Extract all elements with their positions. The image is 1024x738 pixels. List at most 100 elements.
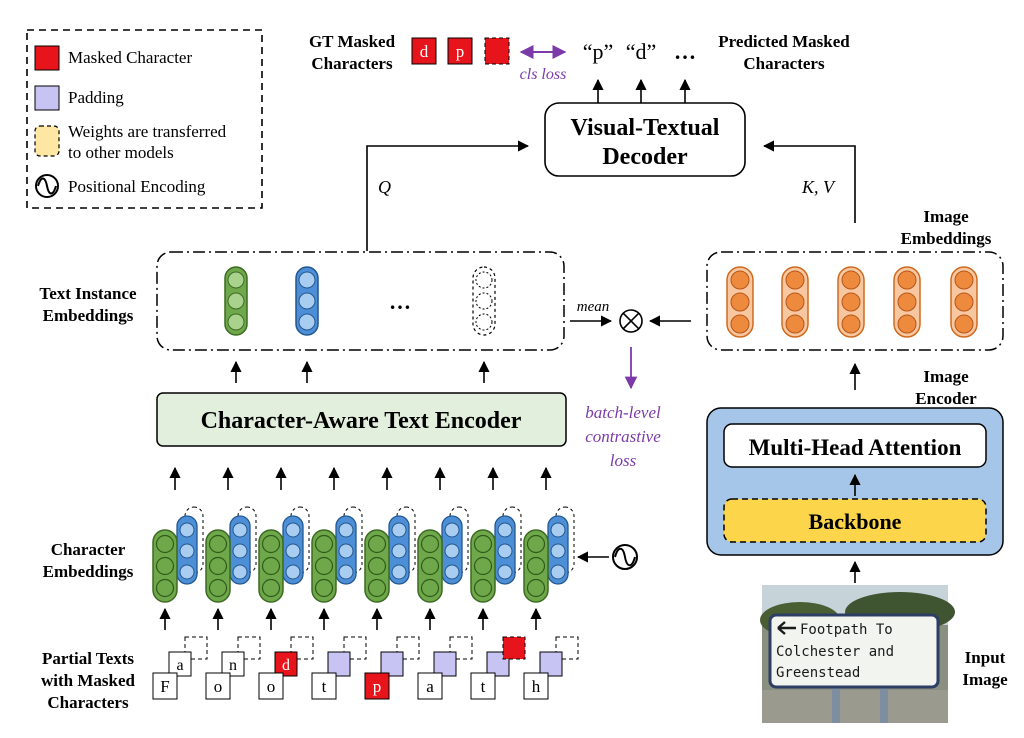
- blue-embedding-cell: [550, 522, 566, 538]
- input-image-label-line2: Image: [962, 670, 1008, 689]
- front-char: o: [267, 677, 276, 696]
- blue-embedding-cell: [338, 564, 354, 580]
- legend-weights-line1: Weights are transferred: [68, 122, 227, 141]
- blue-embedding-cell: [285, 543, 301, 559]
- char-embedding-stack: [364, 506, 416, 603]
- input-image-label-line1: Input: [965, 648, 1006, 667]
- image-embedding-4: [893, 266, 921, 338]
- green-embedding-cell: [420, 578, 440, 598]
- front-char-box: [470, 672, 496, 700]
- partial-text-column: t: [470, 636, 526, 700]
- partial-text-column: a: [417, 636, 473, 700]
- image-embeddings-label-line2: Embeddings: [901, 229, 992, 248]
- back-char: d: [282, 657, 290, 674]
- backbone-block: [723, 498, 987, 543]
- gt-char-p: p: [456, 42, 465, 61]
- partial-texts-label-line3: Characters: [47, 693, 129, 712]
- image-encoder-label-line1: Image: [923, 367, 969, 386]
- front-char: o: [214, 677, 223, 696]
- text-embedding-green: [224, 266, 248, 336]
- legend-padding-label: Padding: [68, 88, 124, 107]
- green-embedding-cell: [155, 534, 175, 554]
- text-embedding-ellipsis: …: [389, 289, 411, 314]
- text-instance-label-line2: Embeddings: [43, 306, 134, 325]
- char-box: [168, 651, 192, 677]
- blue-embedding-cell: [550, 543, 566, 559]
- char-embedding-stack: [205, 506, 257, 603]
- partial-text-column: no: [205, 636, 261, 700]
- front-char-box: [205, 672, 231, 700]
- image-embedding-5: [950, 266, 978, 338]
- contrastive-label-line2: contrastive: [585, 427, 661, 446]
- legend: Masked Character Padding Weights are tra…: [26, 29, 263, 209]
- multiply-icon: [619, 309, 643, 333]
- char-embedding-stack: [152, 506, 204, 603]
- blue-embedding-cell: [444, 522, 460, 538]
- pred-token-d: “d”: [626, 39, 657, 64]
- green-embedding-cell: [155, 578, 175, 598]
- text-instance-label-line1: Text Instance: [39, 284, 137, 303]
- padding-char-box: [433, 651, 457, 677]
- partial-text-column: do: [258, 636, 314, 700]
- padding-slot: [290, 636, 314, 660]
- contrastive-label-line1: batch-level: [585, 403, 661, 422]
- green-embedding-cell: [526, 534, 546, 554]
- pred-token-p: “p”: [583, 39, 614, 64]
- green-embedding-cell: [367, 534, 387, 554]
- blue-embedding-cell: [285, 564, 301, 580]
- gt-char-d: d: [420, 42, 429, 61]
- image-embedding-3: [837, 266, 865, 338]
- blue-embedding-cell: [285, 522, 301, 538]
- positional-encoding-icon: [35, 174, 59, 198]
- blue-embedding-cell: [338, 543, 354, 559]
- input-image: Footpath To Colchester and Greenstead: [760, 585, 955, 723]
- masked-legend-swatch: [34, 45, 60, 71]
- green-embedding-cell: [261, 556, 281, 576]
- char-embedding-stack: [417, 506, 469, 603]
- green-embedding-cell: [314, 534, 334, 554]
- padding-slot: [184, 636, 208, 660]
- blue-embedding-cell: [391, 564, 407, 580]
- padding-char-box: [539, 651, 563, 677]
- image-embedding-1: [726, 266, 754, 338]
- front-char: t: [322, 677, 327, 696]
- backbone-label: Backbone: [809, 509, 902, 534]
- front-char-box: [258, 672, 284, 700]
- partial-text-column: t: [311, 636, 367, 700]
- blue-embedding-cell: [232, 564, 248, 580]
- sign-line1: Footpath To: [800, 622, 893, 638]
- contrastive-label-line3: loss: [610, 451, 637, 470]
- padding-char-box: [380, 651, 404, 677]
- blue-embedding-cell: [338, 522, 354, 538]
- partial-texts-label-line1: Partial Texts: [42, 649, 134, 668]
- partial-texts-label-line2: with Masked: [41, 671, 136, 690]
- gt-char-box-padding: [484, 37, 510, 65]
- image-embedding-2: [781, 266, 809, 338]
- pred-masked-label-line1: Predicted Masked: [718, 32, 850, 51]
- green-embedding-cell: [420, 556, 440, 576]
- char-embedding-stack: [523, 506, 575, 603]
- front-char-box: [311, 672, 337, 700]
- green-embedding-cell: [526, 556, 546, 576]
- padding-slot: [237, 636, 261, 660]
- char-embeddings-label-line2: Embeddings: [43, 562, 134, 581]
- blue-embedding-cell: [232, 522, 248, 538]
- legend-masked-label: Masked Character: [68, 48, 192, 67]
- front-char: h: [532, 677, 541, 696]
- visual-textual-decoder: [544, 102, 746, 177]
- character-aware-text-encoder: [156, 392, 567, 447]
- green-embedding-cell: [473, 578, 493, 598]
- char-embedding-stack: [470, 506, 522, 603]
- blue-embedding-cell: [444, 543, 460, 559]
- text-embedding-padding: [472, 266, 496, 336]
- green-embedding-cell: [526, 578, 546, 598]
- positional-encoding-input-icon: [612, 544, 638, 570]
- partial-text-column: p: [364, 636, 420, 700]
- char-embedding-stack: [311, 506, 363, 603]
- front-char: t: [481, 677, 486, 696]
- multi-head-attention-block: [723, 423, 987, 468]
- text-encoder-label: Character-Aware Text Encoder: [201, 408, 522, 434]
- weights-legend-swatch: [34, 125, 60, 157]
